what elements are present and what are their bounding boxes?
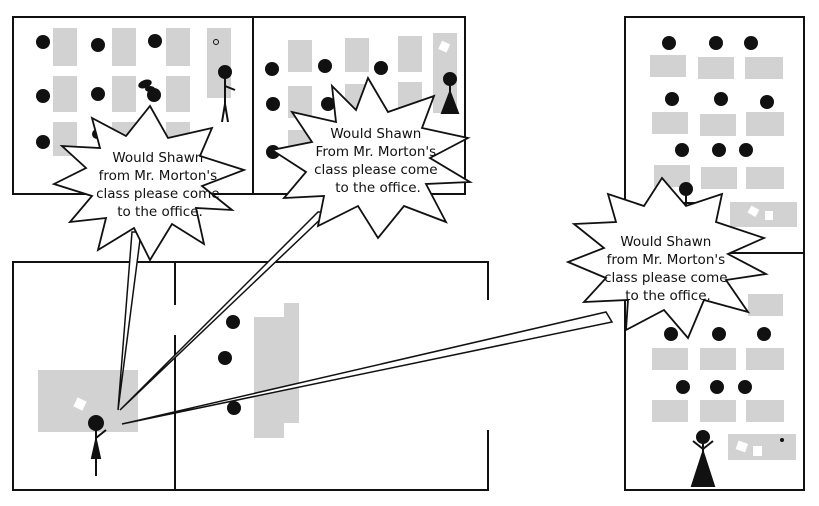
bubble-line-2: from Mr. Morton's [607,252,726,268]
bubble-line-3: class please come [314,162,437,178]
speech-bubble-top-left: Would Shawn from Mr. Morton's class plea… [51,104,247,411]
desk [650,55,686,77]
student [760,95,774,109]
desk [745,57,783,79]
bubble-line-2: From Mr. Morton's [316,144,437,160]
bubble-burst [51,104,247,262]
student [712,143,726,157]
svg-text:Would Shawn From Mr. Mor: Would Shawn From Mr. Morton's class plea… [314,126,442,196]
student [714,92,728,106]
bubble-line-3: class please come [96,186,219,202]
student [148,34,162,48]
bubble-line-4: to the office. [625,288,711,304]
student [91,38,105,52]
principal-figure [88,415,107,476]
desk [53,28,77,66]
desk [288,40,312,72]
student [265,62,279,76]
desk [746,112,784,136]
paper [438,40,451,53]
svg-text:Would Shawn from Mr. Mor: Would Shawn from Mr. Morton's class plea… [96,150,224,220]
desk [698,57,734,79]
svg-text:Would Shawn from Mr. Mor: Would Shawn from Mr. Morton's class plea… [604,234,732,304]
student [744,36,758,50]
student [675,143,689,157]
student [36,135,50,149]
student [227,401,241,415]
desk [748,294,783,316]
student [218,351,232,365]
paper [735,440,749,453]
bubble-burst [269,75,474,240]
classroom-right-upper-contents [650,36,797,227]
student [664,327,678,341]
student [266,97,280,111]
speech-bubble-top-middle: Would Shawn From Mr. Morton's class plea… [119,75,474,411]
student [374,61,388,75]
student [710,380,724,394]
student [91,87,105,101]
bubble-line-4: to the office. [335,180,421,196]
student [36,89,50,103]
bubble-tail [121,311,614,425]
student [665,92,679,106]
classroom-right-lower [624,253,805,491]
student [738,380,752,394]
desk-item [780,438,784,442]
desk [652,112,688,134]
student [712,327,726,341]
desk [746,167,784,189]
student [709,36,723,50]
meeting-table [254,303,299,438]
bubble-line-1: Would Shawn [330,126,421,142]
student [676,380,690,394]
speech-bubble-right: Would Shawn from Mr. Morton's class plea… [121,176,769,425]
student [757,327,771,341]
desk [746,348,784,370]
classroom-top-left-contents [36,28,236,156]
desk [166,28,190,66]
bubble-line-1: Would Shawn [620,234,711,250]
bubble-line-2: from Mr. Morton's [99,168,218,184]
desk [53,76,77,112]
bubble-burst [565,176,769,340]
desk [112,28,136,66]
bubble-line-3: class please come [604,270,727,286]
classroom-right-lower-contents [652,294,796,487]
paper [747,205,760,217]
student [226,315,240,329]
student-talking [145,86,155,92]
desk [701,167,737,189]
desk [700,114,736,136]
paper [73,397,87,411]
desk [652,400,688,422]
bubble-line-4: to the office. [117,204,203,220]
principal-desk [38,370,138,432]
desk [652,348,688,370]
desk-item [213,39,219,45]
student [739,143,753,157]
paper [765,211,773,220]
student [662,36,676,50]
office-contents [38,303,299,476]
teacher-desk [730,202,797,227]
teacher-figure [690,430,716,487]
student [321,97,335,111]
desk [746,400,784,422]
bubble-line-1: Would Shawn [112,150,203,166]
paper [753,446,762,456]
student [36,35,50,49]
desk [398,36,422,72]
desk [700,400,736,422]
teacher-figure [218,65,236,123]
classroom-right-upper [624,16,805,253]
desk [700,348,736,370]
student [318,59,332,73]
desk [166,76,190,112]
office-walls [12,261,489,491]
desk [345,38,369,72]
desk [112,76,136,112]
teacher-figure [440,72,460,114]
